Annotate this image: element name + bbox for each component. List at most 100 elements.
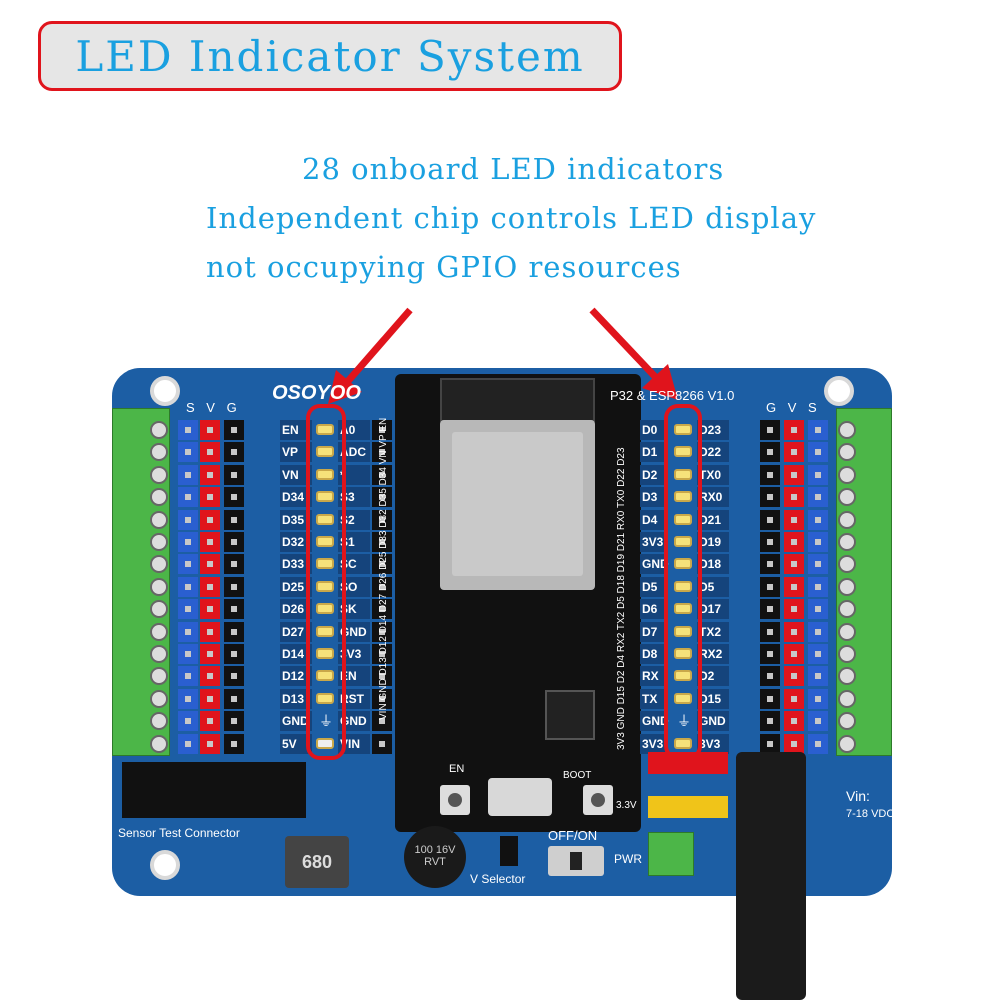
header-pin[interactable]: [784, 487, 804, 508]
header-pin[interactable]: [808, 644, 828, 664]
terminal-screw[interactable]: [838, 510, 856, 529]
header-pin[interactable]: [224, 688, 244, 709]
header-pin[interactable]: [784, 420, 804, 440]
header-pin[interactable]: [784, 532, 804, 552]
header-pin[interactable]: [178, 599, 198, 620]
header-pin[interactable]: [224, 464, 244, 485]
micro-usb-port[interactable]: [488, 778, 552, 816]
header-pin[interactable]: [178, 464, 198, 485]
terminal-screw[interactable]: [838, 555, 856, 574]
boot-button[interactable]: [583, 785, 613, 815]
header-pin[interactable]: [808, 599, 828, 620]
terminal-screw[interactable]: [150, 510, 168, 529]
terminal-screw[interactable]: [150, 533, 168, 551]
header-pin[interactable]: [224, 576, 244, 597]
terminal-screw[interactable]: [838, 465, 856, 484]
header-pin[interactable]: [178, 487, 198, 508]
header-pin[interactable]: [760, 733, 780, 754]
header-pin[interactable]: [200, 621, 220, 642]
header-pin[interactable]: [224, 733, 244, 754]
header-pin[interactable]: [372, 487, 392, 508]
terminal-screw[interactable]: [150, 667, 168, 686]
header-pin[interactable]: [760, 621, 780, 642]
terminal-screw[interactable]: [838, 667, 856, 686]
header-pin[interactable]: [808, 554, 828, 575]
header-pin[interactable]: [760, 420, 780, 440]
en-button[interactable]: [440, 785, 470, 815]
terminal-screw[interactable]: [838, 577, 856, 596]
header-pin[interactable]: [224, 420, 244, 440]
terminal-screw[interactable]: [838, 533, 856, 551]
header-pin[interactable]: [808, 420, 828, 440]
sensor-test-connector[interactable]: [122, 762, 306, 818]
terminal-screw[interactable]: [838, 622, 856, 641]
terminal-screw[interactable]: [150, 443, 168, 462]
dc-terminal[interactable]: [648, 832, 694, 876]
header-pin[interactable]: [808, 711, 828, 732]
terminal-screw[interactable]: [838, 488, 856, 507]
header-pin[interactable]: [808, 576, 828, 597]
header-pin[interactable]: [200, 644, 220, 664]
header-pin[interactable]: [178, 532, 198, 552]
header-pin[interactable]: [200, 711, 220, 732]
header-pin[interactable]: [372, 644, 392, 664]
header-pin[interactable]: [372, 554, 392, 575]
header-pin[interactable]: [224, 554, 244, 575]
header-pin[interactable]: [178, 576, 198, 597]
header-pin[interactable]: [784, 733, 804, 754]
v-selector-jumper[interactable]: [500, 836, 518, 866]
header-pin[interactable]: [760, 464, 780, 485]
header-pin[interactable]: [372, 442, 392, 463]
terminal-screw[interactable]: [150, 712, 168, 731]
header-pin[interactable]: [808, 487, 828, 508]
header-pin[interactable]: [200, 509, 220, 530]
header-pin[interactable]: [200, 464, 220, 485]
terminal-screw[interactable]: [838, 443, 856, 462]
header-pin[interactable]: [808, 621, 828, 642]
terminal-screw[interactable]: [150, 488, 168, 507]
header-pin[interactable]: [784, 442, 804, 463]
header-pin[interactable]: [784, 621, 804, 642]
header-pin[interactable]: [200, 599, 220, 620]
header-pin[interactable]: [178, 509, 198, 530]
header-pin[interactable]: [178, 621, 198, 642]
header-pin[interactable]: [178, 554, 198, 575]
header-pin[interactable]: [178, 733, 198, 754]
terminal-screw[interactable]: [150, 577, 168, 596]
header-pin[interactable]: [784, 644, 804, 664]
header-pin[interactable]: [200, 688, 220, 709]
header-pin[interactable]: [760, 599, 780, 620]
header-pin[interactable]: [200, 576, 220, 597]
header-pin[interactable]: [372, 599, 392, 620]
header-pin[interactable]: [372, 576, 392, 597]
header-pin[interactable]: [760, 442, 780, 463]
header-pin[interactable]: [760, 644, 780, 664]
header-pin[interactable]: [784, 711, 804, 732]
header-pin[interactable]: [372, 666, 392, 687]
header-pin[interactable]: [200, 532, 220, 552]
header-pin[interactable]: [224, 666, 244, 687]
terminal-screw[interactable]: [838, 645, 856, 663]
header-pin[interactable]: [784, 666, 804, 687]
header-pin[interactable]: [784, 576, 804, 597]
header-pin[interactable]: [784, 554, 804, 575]
header-pin[interactable]: [224, 509, 244, 530]
header-pin[interactable]: [808, 733, 828, 754]
header-pin[interactable]: [178, 442, 198, 463]
header-pin[interactable]: [224, 644, 244, 664]
header-pin[interactable]: [808, 509, 828, 530]
terminal-screw[interactable]: [838, 689, 856, 708]
terminal-screw[interactable]: [150, 734, 168, 753]
header-pin[interactable]: [224, 711, 244, 732]
terminal-screw[interactable]: [150, 465, 168, 484]
header-pin[interactable]: [784, 599, 804, 620]
header-pin[interactable]: [808, 688, 828, 709]
terminal-screw[interactable]: [150, 555, 168, 574]
terminal-screw[interactable]: [838, 600, 856, 619]
header-pin[interactable]: [760, 666, 780, 687]
terminal-screw[interactable]: [150, 622, 168, 641]
header-pin[interactable]: [224, 442, 244, 463]
header-pin[interactable]: [224, 532, 244, 552]
header-pin[interactable]: [372, 688, 392, 709]
header-pin[interactable]: [224, 599, 244, 620]
